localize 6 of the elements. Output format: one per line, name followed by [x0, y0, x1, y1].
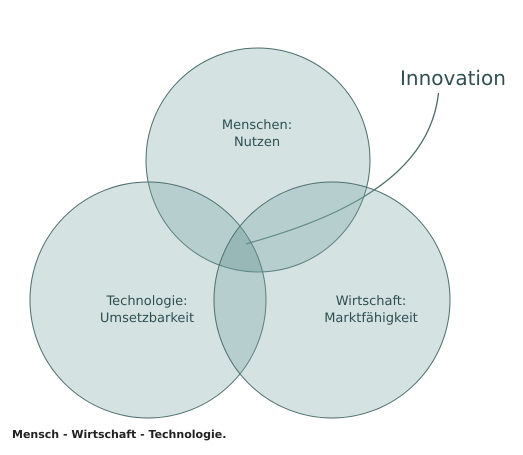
callout-text: Innovation: [400, 66, 506, 90]
leader-line: [246, 92, 440, 245]
caption: Mensch - Wirtschaft - Technologie.: [12, 428, 226, 441]
circle-label: Technologie: Umsetzbarkeit: [98, 293, 196, 327]
circle-label: Wirtschaft: Marktfähigkeit: [323, 293, 419, 327]
circle-label: Menschen: Nutzen: [220, 117, 294, 151]
